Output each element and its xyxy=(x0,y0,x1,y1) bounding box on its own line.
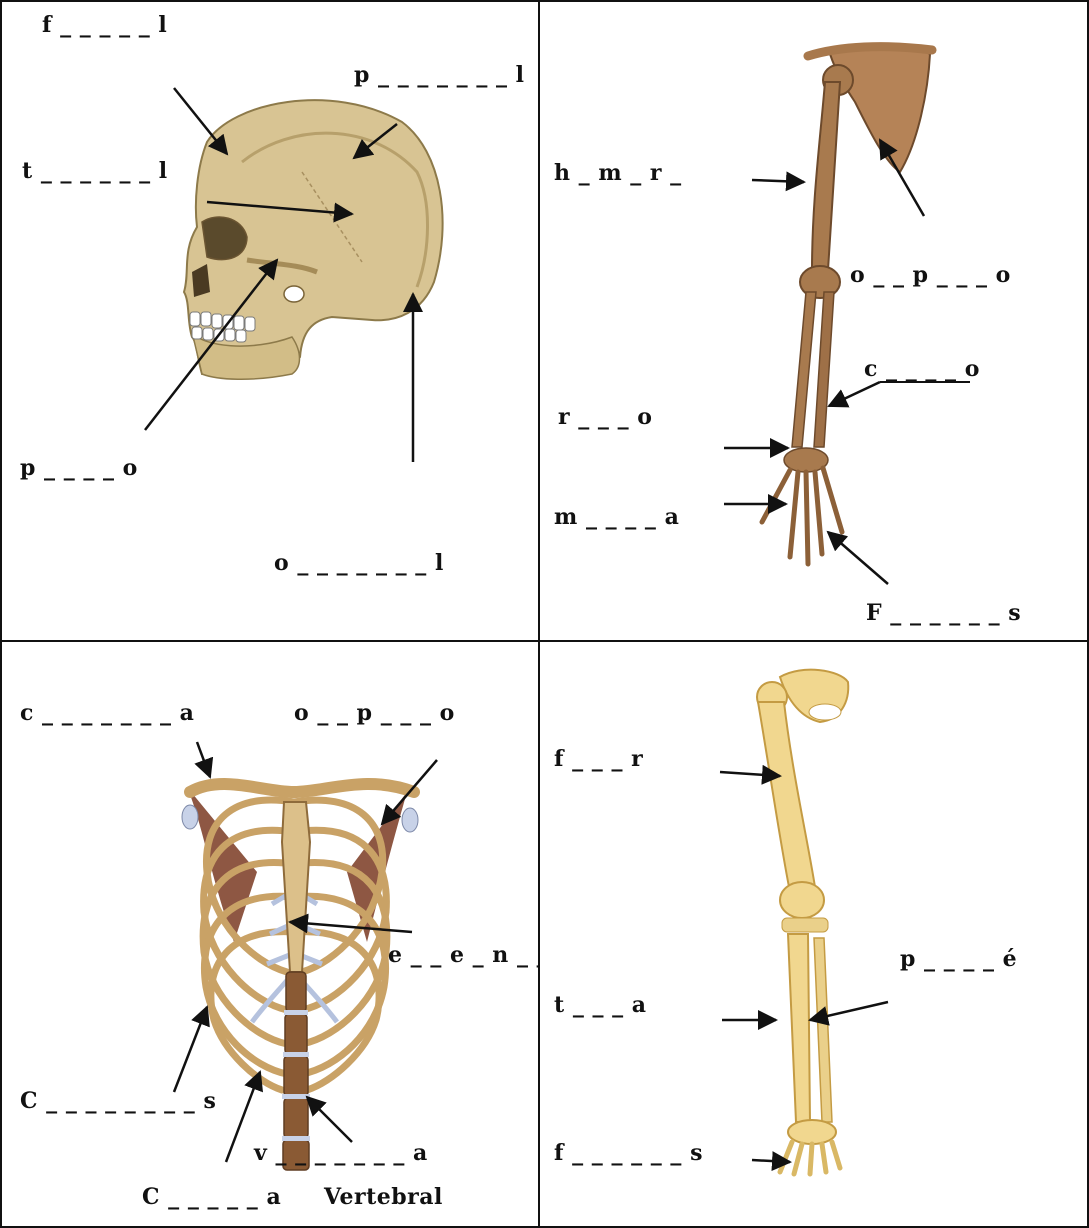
panel-thorax: c _ _ _ _ _ _ _ a o _ _ p _ _ _ o e _ _ … xyxy=(2,642,538,1226)
label-metacarpo: m _ _ _ _ a xyxy=(554,506,679,528)
thorax-illustration xyxy=(2,642,538,1226)
label-omoplato: o _ _ p _ _ _ o xyxy=(850,264,1011,286)
label-omoplato-thorax: o _ _ p _ _ _ o xyxy=(294,702,455,724)
label-falanges-leg: f _ _ _ _ _ _ s xyxy=(554,1142,703,1164)
label-occipital: o _ _ _ _ _ _ _ l xyxy=(274,552,444,574)
label-radio: r _ _ _ o xyxy=(558,406,652,428)
label-frontal: f _ _ _ _ _ l xyxy=(42,14,167,36)
arm-illustration xyxy=(540,2,1087,640)
label-humero: h _ m _ r _ xyxy=(554,162,682,184)
label-vertebral: Vertebral xyxy=(324,1186,443,1208)
label-perone: p _ _ _ _ é xyxy=(900,948,1017,970)
leg-illustration xyxy=(540,642,1087,1226)
label-esternon: e _ _ e _ n _ _ xyxy=(388,944,538,966)
label-falanges-arm: F _ _ _ _ _ _ s xyxy=(866,602,1021,624)
label-columna: C _ _ _ _ _ a xyxy=(142,1186,281,1208)
panel-arm: h _ m _ r _ o _ _ p _ _ _ o c _ _ _ _ o … xyxy=(540,2,1087,640)
label-clavicula: c _ _ _ _ _ _ _ a xyxy=(20,702,194,724)
label-costillas: C _ _ _ _ _ _ _ _ s xyxy=(20,1090,216,1112)
label-parietal: p _ _ _ _ _ _ _ l xyxy=(354,64,525,86)
label-temporal: t _ _ _ _ _ _ l xyxy=(22,160,168,182)
label-vertebra: v _ _ _ _ _ _ _ a xyxy=(254,1142,428,1164)
label-femur: f _ _ _ r xyxy=(554,748,643,770)
label-cubito: c _ _ _ _ o xyxy=(864,358,980,380)
skull-illustration xyxy=(2,2,538,640)
label-tibia: t _ _ _ a xyxy=(554,994,647,1016)
panel-leg: f _ _ _ r p _ _ _ _ é t _ _ _ a f _ _ _ … xyxy=(540,642,1087,1226)
panel-skull: f _ _ _ _ _ l p _ _ _ _ _ _ _ l t _ _ _ … xyxy=(2,2,538,640)
label-pomulo: p _ _ _ _ o xyxy=(20,457,138,479)
